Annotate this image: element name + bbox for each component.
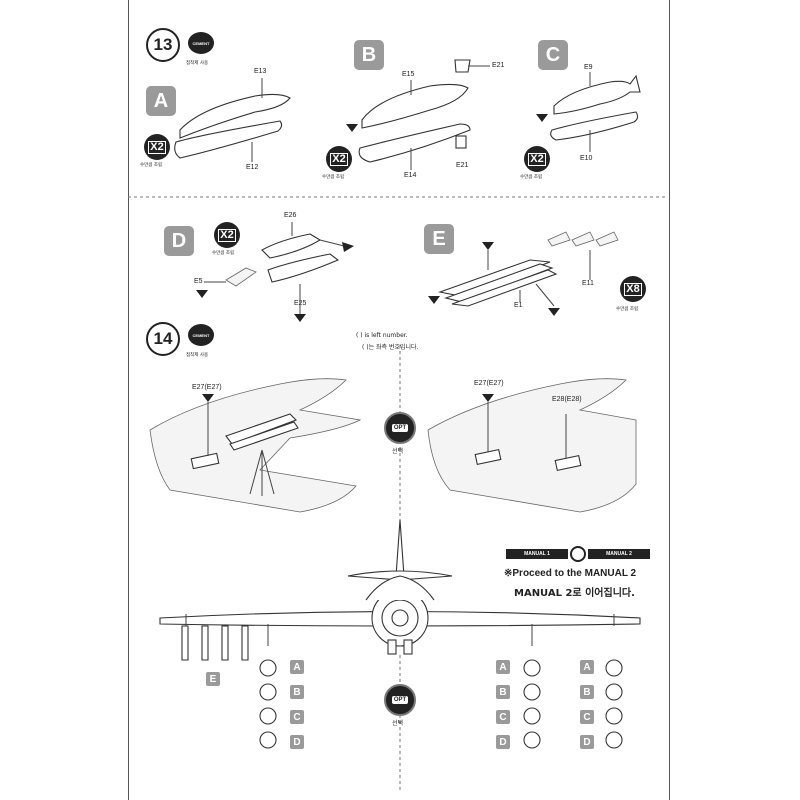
rack-e-tag: E — [206, 672, 220, 686]
step-13-number: 13 — [146, 28, 180, 62]
part-label: E11 — [582, 280, 594, 287]
step-14-number: 14 — [146, 322, 180, 356]
part-label: E15 — [402, 71, 415, 78]
rockets-under-wing-drawing — [181, 625, 249, 661]
part-label: E26 — [284, 212, 297, 219]
part-label: E25 — [294, 300, 307, 307]
part-label: E14 — [404, 172, 417, 179]
option-note: 선택 — [392, 448, 404, 455]
weapon-tag-c: C — [496, 710, 510, 724]
subassembly-b-tag: B — [354, 40, 384, 70]
cement-icon: CEMENT — [188, 324, 214, 346]
part-label: E1 — [514, 302, 523, 309]
gear-icon — [570, 546, 586, 562]
quantity-d-note: 수만큼 조립 — [212, 251, 235, 256]
aircraft-front-view-drawing — [159, 519, 641, 655]
proceed-text-kr: MANUAL 2로 이어집니다. — [514, 588, 635, 599]
weapon-tag-c: C — [290, 710, 304, 724]
weapon-tag-a: A — [290, 660, 304, 674]
cement-note: 접착제 사용 — [186, 353, 209, 358]
left-number-note: ( ) is left number. — [356, 332, 408, 339]
bomb-c-drawing — [536, 72, 641, 152]
weapon-tag-a: A — [580, 660, 594, 674]
quantity-b-badge: X2 — [326, 146, 352, 172]
weapon-tag-d: D — [580, 735, 594, 749]
drop-tank-a-drawing — [174, 78, 291, 162]
weapon-tag-d: D — [290, 735, 304, 749]
cement-icon: CEMENT — [188, 32, 214, 54]
assembly-d-drawing — [196, 222, 354, 322]
part-label: E5 — [194, 278, 203, 285]
quantity-d-badge: X2 — [214, 222, 240, 248]
weapon-tag-b: B — [290, 685, 304, 699]
part-label: E10 — [580, 155, 593, 162]
subassembly-d-tag: D — [164, 226, 194, 256]
cement-note: 접착제 사용 — [186, 61, 209, 66]
drop-tank-b-drawing — [346, 59, 490, 170]
part-label: E21 — [456, 162, 469, 169]
option-icon: OPT — [384, 684, 416, 716]
option-note: 선택 — [392, 720, 404, 727]
quantity-c-badge: X2 — [524, 146, 550, 172]
left-number-note-kr: ( )는 좌측 번호입니다. — [362, 344, 419, 351]
weapon-tag-b: B — [496, 685, 510, 699]
part-label: E27(E27) — [192, 384, 222, 391]
weapon-choice-icons — [259, 659, 623, 749]
rocket-rack-e-drawing — [428, 231, 619, 316]
part-label: E12 — [246, 164, 259, 171]
manual-transfer-banner: MANUAL 1 MANUAL 2 — [506, 546, 656, 562]
part-label: E21 — [492, 62, 505, 69]
part-label: E9 — [584, 64, 593, 71]
weapon-tag-b: B — [580, 685, 594, 699]
manual-1-label: MANUAL 1 — [506, 549, 568, 559]
quantity-e-note: 수만큼 조립 — [616, 307, 639, 312]
proceed-text: ※Proceed to the MANUAL 2 — [504, 568, 637, 579]
quantity-c-note: 수만큼 조립 — [520, 175, 543, 180]
subassembly-e-tag: E — [424, 224, 454, 254]
wing-left-drawing — [149, 378, 362, 513]
part-label: E28(E28) — [552, 396, 582, 403]
subassembly-a-tag: A — [146, 86, 176, 116]
wing-right-drawing — [427, 378, 637, 513]
manual-2-label: MANUAL 2 — [588, 549, 650, 559]
quantity-a-note: 수만큼 조립 — [140, 163, 163, 168]
part-label: E27(E27) — [474, 380, 504, 387]
part-label: E13 — [254, 68, 267, 75]
subassembly-c-tag: C — [538, 40, 568, 70]
weapon-tag-a: A — [496, 660, 510, 674]
weapon-tag-d: D — [496, 735, 510, 749]
weapon-tag-c: C — [580, 710, 594, 724]
quantity-e-badge: X8 — [620, 276, 646, 302]
option-icon: OPT — [384, 412, 416, 444]
quantity-b-note: 수만큼 조립 — [322, 175, 345, 180]
quantity-a-badge: X2 — [144, 134, 170, 160]
